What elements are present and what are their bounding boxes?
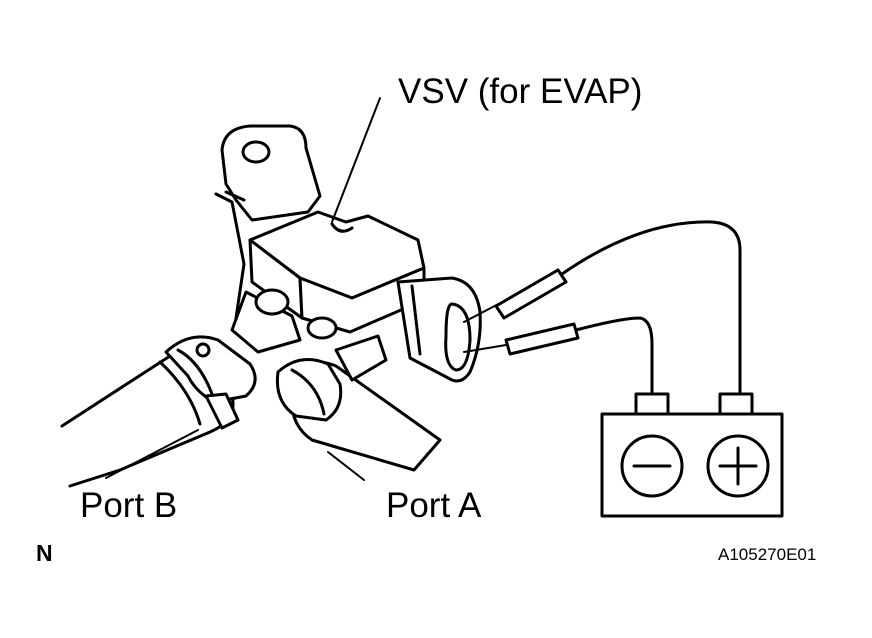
hose-clamp-icon	[164, 335, 257, 430]
vsv-valve-icon	[230, 210, 482, 383]
port-a-leader-line	[327, 451, 365, 481]
test-lead-icon	[463, 220, 742, 396]
port-b-label: Port B	[80, 486, 178, 525]
port-a-label: Port A	[386, 486, 482, 525]
view-marker: N	[36, 540, 53, 566]
port-b-leader-line	[105, 429, 199, 479]
hose-clamp-icon	[275, 334, 388, 422]
vsv-leader-line	[331, 97, 381, 223]
battery-icon	[600, 392, 784, 518]
mounting-bracket	[214, 124, 322, 320]
figure-code: A105270E01	[718, 545, 817, 564]
vsv-label: VSV (for EVAP)	[398, 72, 643, 111]
